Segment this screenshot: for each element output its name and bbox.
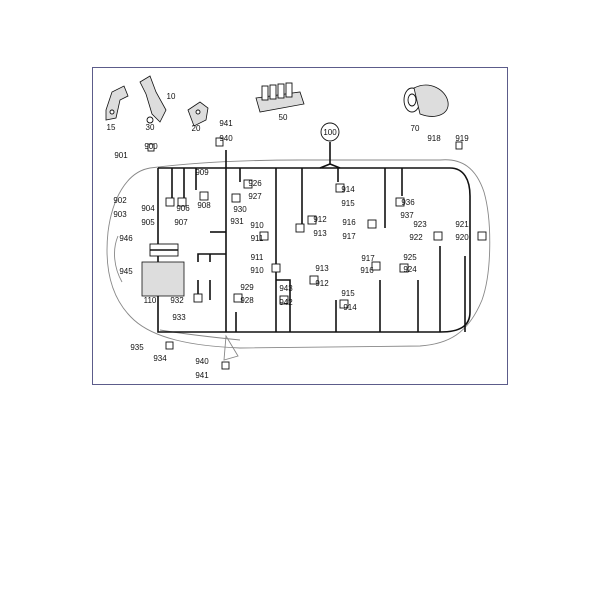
part-label-l906: 906 <box>176 204 190 213</box>
part-label-l916b: 916 <box>360 266 374 275</box>
connectors <box>147 137 487 370</box>
part-label-l925: 925 <box>403 253 417 262</box>
part-label-l915b: 915 <box>341 289 355 298</box>
part-label-p70: 70 <box>411 124 420 133</box>
part-label-l900: 900 <box>144 142 158 151</box>
part-label-l914a: 914 <box>341 185 355 194</box>
part-label-l935: 935 <box>130 343 144 352</box>
part-label-l930: 930 <box>233 205 247 214</box>
part-label-l910a: 910 <box>250 221 264 230</box>
part-label-l907: 907 <box>174 218 188 227</box>
part-label-l941a: 941 <box>219 119 233 128</box>
part-label-l917a: 917 <box>342 232 356 241</box>
part-label-l940a: 940 <box>219 134 233 143</box>
harness-callout-100 <box>320 122 340 142</box>
part-label-l903: 903 <box>113 210 127 219</box>
bracket-20 <box>187 101 209 127</box>
part-label-l901: 901 <box>114 151 128 160</box>
part-label-l941b: 941 <box>195 371 209 380</box>
connector-block-50 <box>255 82 305 113</box>
part-label-l934: 934 <box>153 354 167 363</box>
part-label-l932: 932 <box>170 296 184 305</box>
part-number-labels: 15 10 30 20 50 70 100 941 940 900 901 918 919 909 908 9… <box>107 92 470 380</box>
part-label-l909: 909 <box>195 168 209 177</box>
grommet-70 <box>403 84 449 117</box>
part-label-l912a: 912 <box>313 215 327 224</box>
bracket-15-10 <box>105 75 167 124</box>
part-label-l902: 902 <box>113 196 127 205</box>
part-label-l918: 918 <box>427 134 441 143</box>
part-label-l915a: 915 <box>341 199 355 208</box>
part-label-l913b: 913 <box>315 264 329 273</box>
part-label-l911b: 911 <box>251 253 264 262</box>
part-label-p50: 50 <box>279 113 288 122</box>
part-label-l923: 923 <box>413 220 427 229</box>
part-label-l924: 924 <box>403 265 417 274</box>
part-label-l910b: 910 <box>250 266 264 275</box>
part-label-l926: 926 <box>248 179 262 188</box>
part-label-l914b: 914 <box>343 303 357 312</box>
part-label-l919: 919 <box>455 134 469 143</box>
part-label-l946: 946 <box>119 234 133 243</box>
harness-wires <box>150 142 471 333</box>
vehicle-body-outline <box>106 159 491 349</box>
part-label-l927: 927 <box>248 192 262 201</box>
part-label-p20: 20 <box>192 124 201 133</box>
fuse-box-110 <box>141 243 185 297</box>
part-label-l922: 922 <box>409 233 423 242</box>
part-label-p15: 15 <box>107 123 116 132</box>
part-label-p30: 30 <box>146 123 155 132</box>
part-label-l933: 933 <box>172 313 186 322</box>
part-label-l911a: 911 <box>251 234 264 243</box>
part-label-l908: 908 <box>197 201 211 210</box>
part-label-l945: 945 <box>119 267 133 276</box>
part-label-l912b: 912 <box>315 279 329 288</box>
part-label-l943: 943 <box>279 284 293 293</box>
part-label-l931: 931 <box>230 217 244 226</box>
part-label-l929: 929 <box>240 283 254 292</box>
part-label-l936: 936 <box>401 198 415 207</box>
part-label-l916a: 916 <box>342 218 356 227</box>
part-label-l905: 905 <box>141 218 155 227</box>
part-label-l928: 928 <box>240 296 254 305</box>
part-label-l110: 110 <box>144 296 157 305</box>
part-label-l913a: 913 <box>313 229 327 238</box>
part-label-l942: 942 <box>279 298 293 307</box>
part-label-l917b: 917 <box>361 254 375 263</box>
part-label-l904: 904 <box>141 204 155 213</box>
part-label-l937: 937 <box>400 211 414 220</box>
part-label-p10: 10 <box>167 92 176 101</box>
part-label-p100: 100 <box>323 128 337 137</box>
part-label-l921: 921 <box>455 220 469 229</box>
part-label-l940b: 940 <box>195 357 209 366</box>
part-label-l920: 920 <box>455 233 469 242</box>
